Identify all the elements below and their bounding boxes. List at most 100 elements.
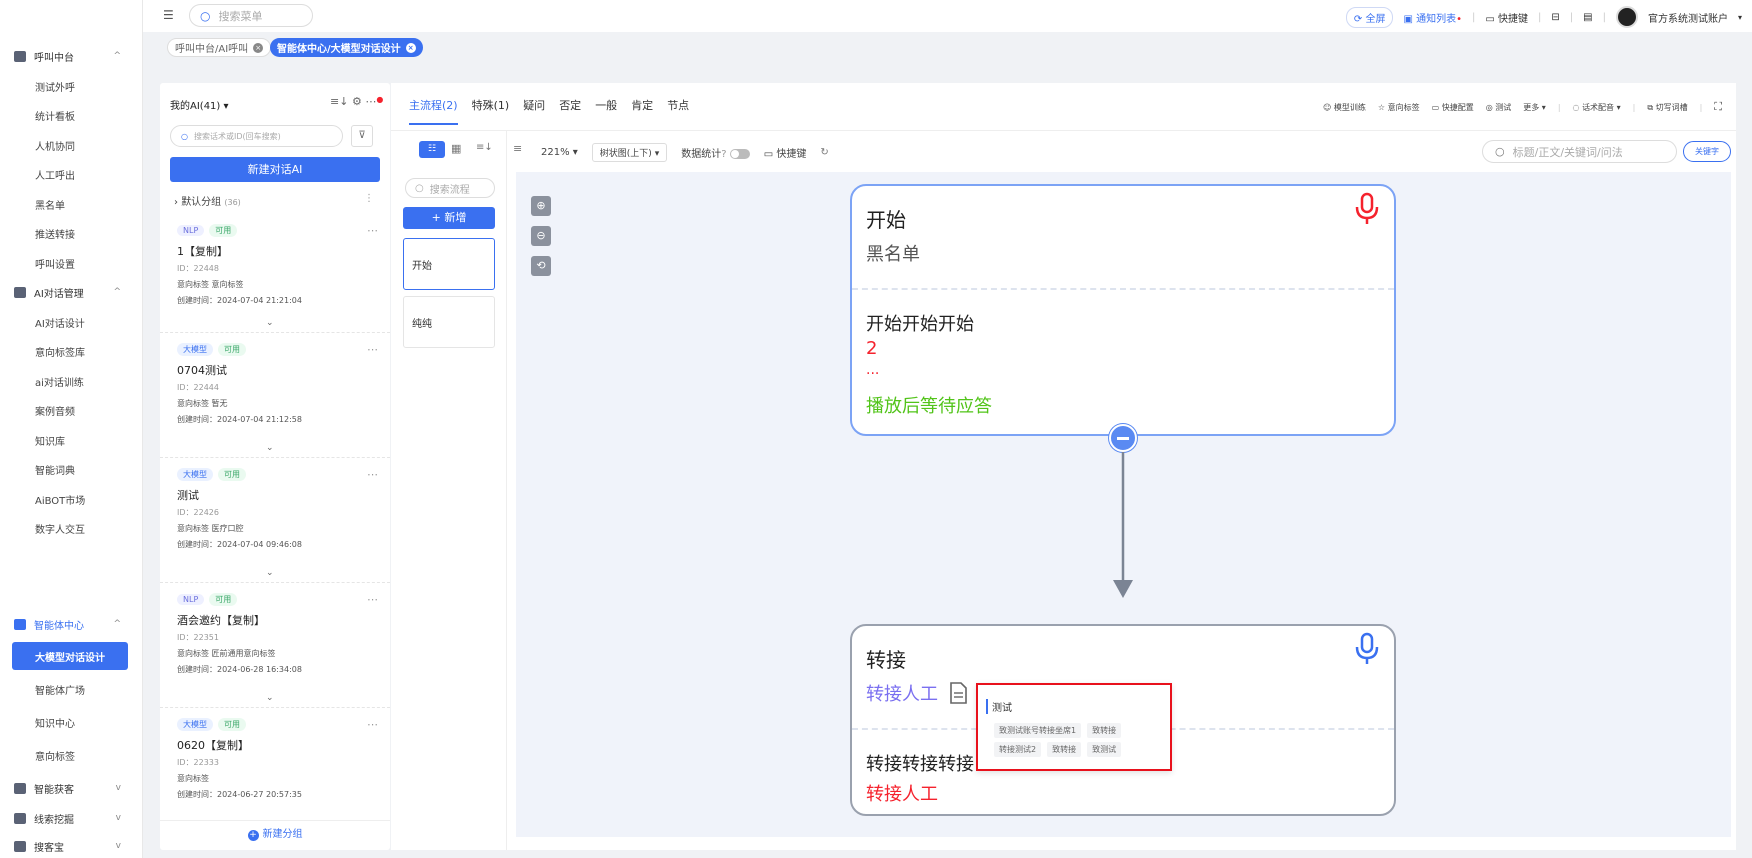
microphone-icon[interactable] [1354, 192, 1380, 226]
tab-node[interactable]: 节点 [667, 99, 690, 112]
sidebar-item-manual-call[interactable]: 人工呼出 [35, 170, 75, 182]
refresh-icon[interactable]: ↻ [820, 147, 829, 158]
filter-icon[interactable]: ⊽ [351, 125, 373, 147]
tag-chip[interactable]: 致测试 [1087, 742, 1122, 757]
sort-icon[interactable]: ≡↓ [476, 142, 493, 153]
sidebar-group-call-center[interactable]: 呼叫中台^ [0, 42, 143, 70]
expand-icon[interactable]: ⌄ [266, 318, 274, 328]
sidebar-item-case-audio[interactable]: 案例音频 [35, 406, 75, 418]
tab-llm-design[interactable]: 智能体中心/大模型对话设计× [270, 38, 423, 57]
sidebar-item-knowledge[interactable]: 知识库 [35, 436, 65, 448]
sidebar-item-stats[interactable]: 统计看板 [35, 111, 75, 123]
close-icon[interactable]: × [253, 42, 264, 53]
menu-search-input[interactable]: ○搜索菜单 [189, 4, 313, 27]
sidebar-item-push-transfer[interactable]: 推送转接 [35, 229, 75, 241]
zoom-dropdown[interactable]: 221% ▾ [541, 147, 578, 158]
card-more-icon[interactable]: ⋯ [367, 718, 378, 731]
tab-question[interactable]: 疑问 [523, 99, 546, 112]
sidebar-item-ai-design[interactable]: AI对话设计 [35, 318, 85, 330]
new-group-button[interactable]: +新建分组 [160, 820, 390, 850]
chevron-down-icon[interactable]: ▾ [1737, 12, 1742, 22]
menu-icon[interactable]: ≡ [513, 142, 523, 155]
more-dropdown[interactable]: 更多 ▾ [1523, 102, 1546, 112]
tag-chip[interactable]: 转接测试2 [994, 742, 1042, 757]
tab-main-flow[interactable]: 主流程(2) [409, 97, 458, 125]
sidebar-item-ai-train[interactable]: ai对话训练 [35, 377, 84, 389]
tab-general[interactable]: 一般 [595, 99, 618, 112]
dubbing-dropdown[interactable]: ◌ 话术配音 ▾ [1572, 102, 1621, 112]
tab-call-center[interactable]: 呼叫中台/AI呼叫× [167, 38, 272, 57]
my-ai-dropdown[interactable]: 我的AI(41) ▾ [170, 101, 229, 112]
tab-positive[interactable]: 肯定 [631, 99, 654, 112]
sidebar-item-digital-human[interactable]: 数字人交互 [35, 524, 85, 536]
sidebar-item-agent-square[interactable]: 智能体广场 [35, 685, 85, 697]
data-stats-toggle[interactable]: 数据统计? [681, 145, 750, 160]
grid-view-icon[interactable]: ▦ [451, 142, 462, 155]
layout-dropdown[interactable]: 树状图(上下) ▾ [591, 143, 668, 162]
flow-item-start[interactable]: 开始 [403, 238, 495, 290]
slot-button[interactable]: ⧉ 切写词槽 [1647, 102, 1688, 112]
card-more-icon[interactable]: ⋯ [367, 343, 378, 356]
sidebar-item-knowledge-center[interactable]: 知识中心 [35, 718, 75, 730]
canvas-search-input[interactable]: ○标题/正文/关键词/问法 [1482, 140, 1677, 163]
sort-icon[interactable]: ≡↓ [330, 95, 349, 108]
close-icon[interactable]: × [405, 42, 416, 53]
flow-canvas[interactable]: ⊕ ⊖ ⟲ 开始 黑名单 开始开始开始 2 ... 播放后等待应答 转接 转接人… [516, 172, 1731, 837]
zoom-out-icon[interactable]: ⊖ [531, 226, 551, 246]
account-name[interactable]: 官方系统测试账户 [1647, 13, 1728, 25]
ai-search-input[interactable]: ○搜索话术或ID(回车搜索) [170, 125, 343, 147]
list-view-icon[interactable]: ☷ [419, 141, 445, 158]
tag-chip[interactable]: 致转接 [1087, 723, 1122, 738]
quick-config-button[interactable]: ▭ 快捷配置 [1431, 102, 1474, 112]
keyword-button[interactable]: 关键字 [1683, 141, 1731, 162]
ai-card[interactable]: 大模型可用 测试 ID：22426 意向标签 医疗口腔 创建时间：2024-07… [160, 458, 390, 583]
tab-negative[interactable]: 否定 [559, 99, 582, 112]
expand-icon[interactable]: ⛶ [1714, 100, 1722, 113]
card-more-icon[interactable]: ⋯ [367, 468, 378, 481]
model-train-button[interactable]: ☺ 模型训练 [1323, 102, 1366, 112]
sidebar-item-intent-tags[interactable]: 意向标签 [35, 751, 75, 763]
card-more-icon[interactable]: ⋯ [367, 593, 378, 606]
expand-icon[interactable]: ⌄ [266, 443, 274, 453]
expand-icon[interactable]: ⌄ [266, 568, 274, 578]
sidebar-item-test-call[interactable]: 测试外呼 [35, 82, 75, 94]
card-more-icon[interactable]: ⋯ [367, 224, 378, 237]
settings-icon[interactable]: ⚙ [351, 95, 362, 108]
notify-button[interactable]: ▣ 通知列表• [1403, 13, 1462, 25]
document-icon[interactable] [948, 682, 968, 704]
reset-view-icon[interactable]: ⟲ [531, 256, 551, 276]
ai-card[interactable]: 大模型可用 0704测试 ID：22444 意向标签 暂无 创建时间：2024-… [160, 333, 390, 458]
flow-search-input[interactable]: ○搜索流程 [405, 178, 495, 198]
intent-tag-button[interactable]: ☆ 意向标签 [1377, 102, 1420, 112]
new-ai-button[interactable]: 新建对话AI [170, 157, 380, 182]
expand-icon[interactable]: ⌄ [266, 693, 274, 703]
wallet-icon[interactable]: ▤ [1583, 11, 1593, 23]
shortcut-button[interactable]: ▭ 快捷键 [763, 149, 807, 160]
sidebar-item-intent-lib[interactable]: 意向标签库 [35, 347, 85, 359]
collapse-node-button[interactable] [1109, 424, 1137, 452]
sidebar-item-blacklist[interactable]: 黑名单 [35, 200, 65, 212]
sidebar-item-dictionary[interactable]: 智能词典 [35, 465, 75, 477]
sidebar-item-llm-design[interactable]: 大模型对话设计 [12, 642, 128, 670]
microphone-icon[interactable] [1354, 632, 1380, 666]
flow-item-chunchun[interactable]: 纯纯 [403, 296, 495, 348]
tab-special[interactable]: 特殊(1) [471, 99, 510, 112]
sidebar-group-ai-dialog[interactable]: AI对话管理^ [0, 278, 143, 306]
tag-chip[interactable]: 致测试账号转接坐席1 [994, 723, 1082, 738]
add-flow-button[interactable]: + 新增 [403, 207, 495, 229]
avatar[interactable] [1615, 6, 1638, 28]
zoom-in-icon[interactable]: ⊕ [531, 196, 551, 216]
sidebar-item-call-settings[interactable]: 呼叫设置 [35, 259, 75, 271]
sidebar-item-collab[interactable]: 人机协同 [35, 141, 75, 153]
layout-icon[interactable]: ⊟ [1551, 11, 1560, 23]
shortcut-button[interactable]: ▭ 快捷键 [1485, 13, 1529, 25]
group-more-icon[interactable]: ⋮ [364, 193, 374, 204]
ai-card[interactable]: 大模型可用 0620【复制】 ID：22333 意向标签 创建时间：2024-0… [177, 718, 378, 799]
more-icon[interactable]: ⋯ [365, 95, 377, 108]
node-start[interactable]: 开始 黑名单 开始开始开始 2 ... 播放后等待应答 [850, 184, 1396, 436]
test-button[interactable]: ◎ 测试 [1485, 102, 1512, 112]
